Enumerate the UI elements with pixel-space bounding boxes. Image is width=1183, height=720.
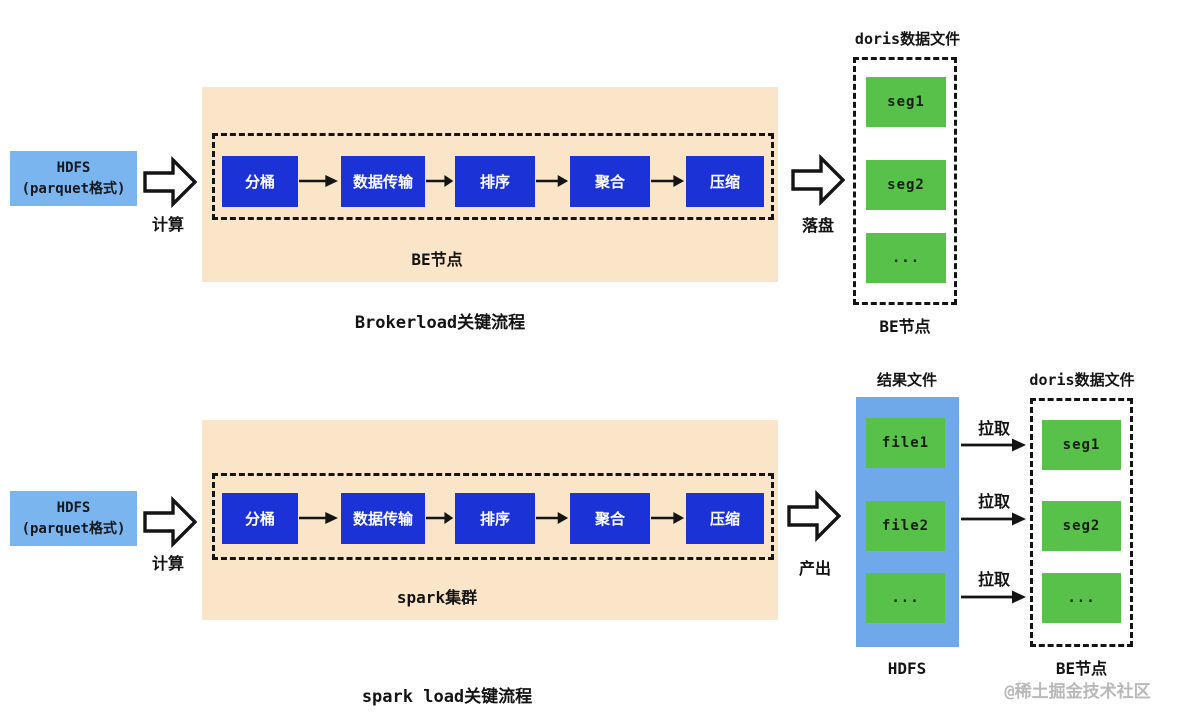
watermark: @稀土掘金技术社区: [1004, 682, 1151, 702]
broker-result-title: doris数据文件: [854, 30, 961, 48]
spark-seg-box: ...: [1042, 573, 1121, 623]
broker-step-transfer: 数据传输: [341, 156, 425, 207]
flush-arrow-icon: [791, 154, 845, 206]
pull-label: 拉取: [977, 570, 1010, 589]
spark-source-hdfs-box: HDFS (parquet格式): [10, 491, 137, 546]
broker-seg-box: ...: [866, 233, 946, 283]
broker-seg-box: seg2: [866, 160, 946, 210]
spark-file-box: file1: [866, 418, 945, 468]
step-arrow-icon: [536, 512, 569, 524]
spark-source-line2: (parquet格式): [21, 520, 126, 537]
spark-step-bucket: 分桶: [222, 493, 298, 544]
compute-arrow-icon: [143, 496, 197, 548]
broker-source-line1: HDFS: [56, 160, 91, 177]
broker-source-line2: (parquet格式): [21, 180, 126, 197]
spark-output-label: 产出: [798, 559, 831, 578]
spark-step-compress: 压缩: [686, 493, 764, 544]
spark-result-dashed-box: [1030, 398, 1133, 647]
spark-compute-label: 计算: [151, 554, 184, 573]
broker-source-hdfs-box: HDFS (parquet格式): [10, 151, 137, 206]
spark-step-aggregate: 聚合: [570, 493, 650, 544]
step-arrow-icon: [299, 175, 338, 187]
broker-result-dashed-box: [853, 57, 957, 305]
spark-result-title: doris数据文件: [1029, 371, 1135, 389]
step-arrow-icon: [651, 512, 685, 524]
pull-arrow-icon: [961, 590, 1026, 604]
step-arrow-icon: [651, 175, 685, 187]
step-arrow-icon: [536, 175, 569, 187]
spark-steps-dashed-container: [212, 473, 774, 560]
pull-arrow-icon: [961, 438, 1026, 452]
spark-intermediate-title: 结果文件: [876, 371, 937, 389]
compute-arrow-icon: [143, 156, 197, 208]
step-arrow-icon: [299, 512, 338, 524]
spark-file-box: file2: [866, 501, 945, 551]
spark-step-transfer: 数据传输: [341, 493, 425, 544]
spark-flow-caption: spark load关键流程: [361, 687, 533, 707]
pull-label: 拉取: [977, 419, 1010, 438]
broker-step-compress: 压缩: [686, 156, 764, 207]
step-arrow-icon: [426, 512, 454, 524]
broker-flow-caption: Brokerload关键流程: [354, 313, 526, 333]
broker-seg-box: seg1: [866, 77, 946, 127]
spark-seg-box: seg2: [1042, 501, 1121, 551]
spark-intermediate-footer: HDFS: [887, 659, 927, 678]
spark-container-label: spark集群: [396, 588, 478, 607]
broker-step-bucket: 分桶: [222, 156, 298, 207]
spark-source-line1: HDFS: [56, 500, 91, 517]
spark-file-box: ...: [866, 573, 945, 623]
spark-seg-box: seg1: [1042, 420, 1121, 470]
broker-result-footer: BE节点: [879, 317, 931, 336]
broker-step-aggregate: 聚合: [570, 156, 650, 207]
broker-step-sort: 排序: [455, 156, 535, 207]
produce-arrow-icon: [787, 490, 841, 542]
broker-compute-label: 计算: [151, 215, 184, 234]
broker-container-label: BE节点: [411, 250, 463, 269]
pull-arrow-icon: [961, 512, 1026, 526]
spark-result-footer: BE节点: [1055, 659, 1108, 678]
step-arrow-icon: [426, 175, 454, 187]
pull-label: 拉取: [977, 492, 1010, 511]
spark-step-sort: 排序: [455, 493, 535, 544]
broker-steps-dashed-container: [212, 133, 774, 220]
broker-output-label: 落盘: [801, 216, 834, 235]
